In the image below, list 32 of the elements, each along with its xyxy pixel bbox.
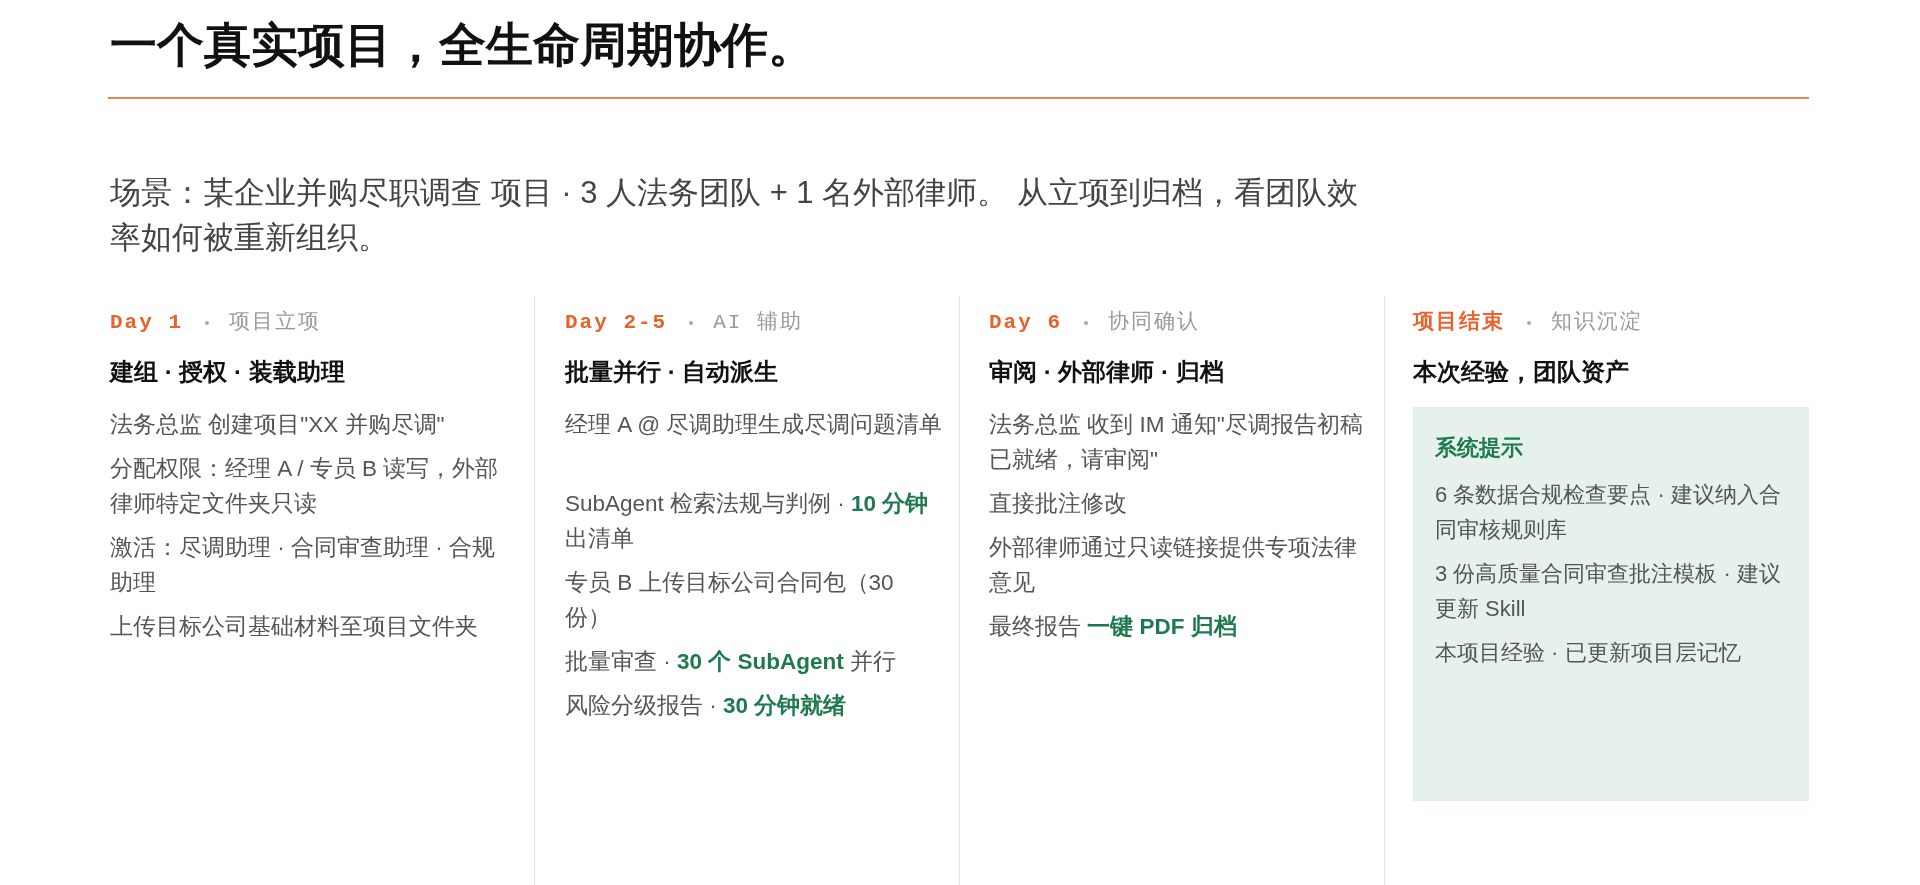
item-text: 法务总监 创建项目"XX 并购尽调" bbox=[110, 411, 446, 439]
column-heading: 审阅 · 外部律师 · 归档 bbox=[989, 357, 1225, 387]
item-text: 激活：尽调助理 · 合同审查助理 · 合规助理 bbox=[110, 534, 496, 597]
item-text: SubAgent 检索法规与判例 · 10 分钟出清单 bbox=[565, 490, 930, 553]
column-heading: 本次经验，团队资产 bbox=[1413, 357, 1630, 387]
item-text: 6 条数据合规检查要点 · 建议纳入合同审核规则库 bbox=[1435, 481, 1782, 544]
item-text: 最终报告 一键 PDF 归档 bbox=[989, 613, 1238, 641]
day-label: Day 2-5 bbox=[565, 310, 668, 336]
intro-text: 场景：某企业并购尽职调查 项目 · 3 人法务团队 + 1 名外部律师。 从立项到归档，看团队效率如何被重新组织。 bbox=[110, 174, 1359, 257]
item-text: 专员 B 上传目标公司合同包（30 份） bbox=[565, 569, 895, 632]
page-title: 一个真实项目，全生命周期协作。 bbox=[110, 17, 815, 73]
day-label: Day 6 bbox=[989, 310, 1062, 336]
item-text: 3 份高质量合同审查批注模板 · 建议更新 Skill bbox=[1435, 560, 1782, 623]
item-text: 批量审查 · 30 个 SubAgent 并行 bbox=[565, 648, 898, 676]
item-text: 法务总监 收到 IM 通知"尽调报告初稿已就绪，请审阅" bbox=[989, 411, 1364, 474]
day-label: Day 1 bbox=[110, 310, 183, 336]
item-text: 直接批注修改 bbox=[989, 490, 1128, 518]
item-text: 上传目标公司基础材料至项目文件夹 bbox=[110, 613, 479, 641]
phase-label: AI 辅助 bbox=[713, 309, 804, 336]
phase-label: 协同确认 bbox=[1108, 309, 1200, 336]
panel-heading: 系统提示 bbox=[1435, 434, 1524, 462]
item-text: 风险分级报告 · 30 分钟就绪 bbox=[565, 692, 848, 720]
item-text: 经理 A @ 尽调助理生成尽调问题清单 bbox=[565, 411, 944, 439]
item-text: 外部律师通过只读链接提供专项法律意见 bbox=[989, 534, 1358, 597]
item-text: 本项目经验 · 已更新项目层记忆 bbox=[1435, 639, 1742, 667]
phase-label: 项目立项 bbox=[229, 309, 321, 336]
day-label: 项目结束 bbox=[1413, 309, 1505, 336]
item-text: 分配权限：经理 A / 专员 B 读写，外部律师特定文件夹只读 bbox=[110, 455, 500, 518]
hint-panel bbox=[1413, 407, 1809, 801]
column-heading: 批量并行 · 自动派生 bbox=[565, 357, 780, 387]
column-heading: 建组 · 授权 · 装载助理 bbox=[110, 357, 346, 387]
phase-label: 知识沉淀 bbox=[1551, 309, 1643, 336]
